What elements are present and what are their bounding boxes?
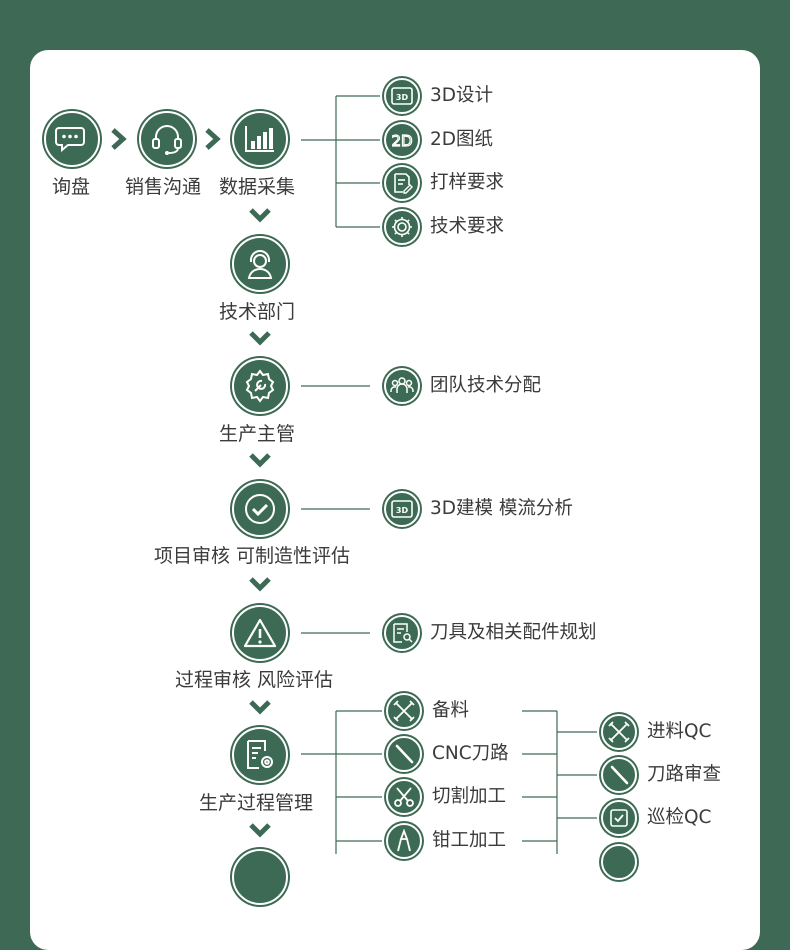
step-data-label: 数据采集 bbox=[219, 176, 296, 198]
step-process-review-label: 过程审核 风险评估 bbox=[175, 669, 334, 691]
svg-text:3D: 3D bbox=[396, 93, 409, 102]
step-project-review-label: 项目审核 可制造性评估 bbox=[154, 545, 351, 567]
branch-tech-req-label: 技术要求 bbox=[430, 216, 505, 237]
checkbox-icon bbox=[601, 800, 637, 836]
support-agent-icon bbox=[232, 236, 288, 292]
team-icon bbox=[384, 368, 420, 404]
bar-chart-icon bbox=[232, 111, 288, 167]
pliers-icon bbox=[386, 823, 422, 859]
next-qc-icon bbox=[601, 844, 637, 880]
step-supervisor-label: 生产主管 bbox=[219, 423, 296, 445]
branch-fitter-label: 钳工加工 bbox=[432, 830, 507, 851]
warning-icon bbox=[232, 605, 288, 661]
branch-modeling-label: 3D建模 模流分析 bbox=[430, 498, 573, 519]
branch-2d-drawing-label: 2D图纸 bbox=[430, 129, 494, 150]
branch-cnc-label: CNC刀路 bbox=[432, 743, 509, 764]
scissors-icon bbox=[386, 779, 422, 815]
chevron-down-icon bbox=[249, 823, 271, 838]
chevron-down-icon bbox=[249, 700, 271, 715]
2d-drawing-icon: 2D bbox=[384, 122, 420, 158]
3d-design-icon: 3D bbox=[384, 78, 420, 114]
step-tech-dept-label: 技术部门 bbox=[219, 301, 296, 323]
cutting-tool-icon bbox=[601, 757, 637, 793]
branch-material-label: 备料 bbox=[432, 700, 470, 721]
tool-planning-icon bbox=[384, 615, 420, 651]
headset-icon bbox=[139, 111, 195, 167]
chevron-down-icon bbox=[249, 331, 271, 346]
chevron-right-icon bbox=[205, 128, 221, 150]
3d-model-icon: 3D bbox=[384, 491, 420, 527]
crossed-tools-icon bbox=[601, 714, 637, 750]
chevron-down-icon bbox=[249, 453, 271, 468]
sample-document-icon bbox=[384, 165, 420, 201]
branch-team-label: 团队技术分配 bbox=[430, 375, 542, 396]
next-step-icon bbox=[232, 849, 288, 905]
branch-patrol-qc-label: 巡检QC bbox=[647, 807, 712, 828]
branch-3d-design-label: 3D设计 bbox=[430, 85, 494, 106]
branch-incoming-qc-label: 进料QC bbox=[647, 721, 712, 742]
chevron-right-icon bbox=[111, 128, 127, 150]
branch-cutting-label: 切割加工 bbox=[432, 786, 507, 807]
crossed-tools-icon bbox=[386, 693, 422, 729]
branch-tooling-label: 刀具及相关配件规划 bbox=[430, 622, 597, 643]
check-circle-icon bbox=[232, 481, 288, 537]
step-sales-label: 销售沟通 bbox=[125, 176, 202, 198]
process-document-icon bbox=[232, 727, 288, 783]
step-production-mgmt-label: 生产过程管理 bbox=[199, 792, 314, 814]
gear-wrench-icon bbox=[232, 358, 288, 414]
chevron-down-icon bbox=[249, 577, 271, 592]
chevron-down-icon bbox=[249, 208, 271, 223]
svg-text:2D: 2D bbox=[391, 132, 412, 150]
cutting-tool-icon bbox=[386, 736, 422, 772]
branch-sample-label: 打样要求 bbox=[430, 172, 505, 193]
chat-bubble-icon bbox=[44, 111, 100, 167]
branch-toolpath-review-label: 刀路审查 bbox=[647, 764, 722, 785]
svg-text:3D: 3D bbox=[396, 506, 409, 515]
step-inquiry-label: 询盘 bbox=[52, 176, 91, 198]
gear-icon bbox=[384, 209, 420, 245]
